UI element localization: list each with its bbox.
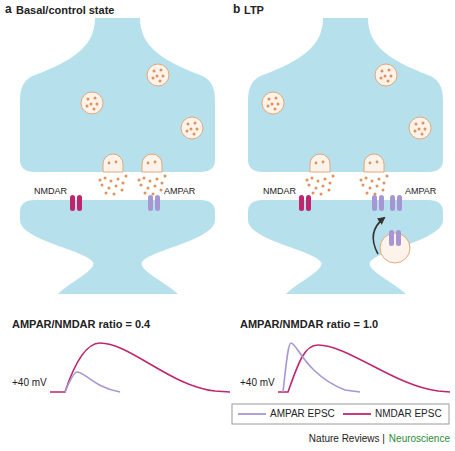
legend-sample-line <box>238 413 266 415</box>
vesicle <box>409 117 431 139</box>
fusing-vesicle <box>310 154 330 172</box>
ampar-trace <box>283 343 360 392</box>
receptor-label: AMPAR <box>405 186 436 196</box>
ampa-receptor <box>148 195 160 211</box>
legend-text: NMDAR EPSC <box>375 408 442 420</box>
insertion-arrow <box>373 218 384 254</box>
ampar-trace <box>65 372 120 392</box>
legend-box <box>232 404 449 424</box>
legend-sample-line <box>343 413 371 415</box>
nmda-receptor <box>299 195 311 211</box>
ratio-label: AMPAR/NMDAR ratio = 1.0 <box>240 318 378 331</box>
receptor-label: NMDAR <box>263 186 296 196</box>
voltage-label: +40 mV <box>12 377 47 389</box>
vesicle <box>375 64 397 86</box>
panel-a-synapse <box>20 18 215 294</box>
fusing-vesicle <box>142 154 162 172</box>
vesicle <box>81 92 103 114</box>
panel-title: Basal/control state <box>16 4 114 17</box>
endosome <box>380 233 410 263</box>
nmdar-trace <box>50 343 230 392</box>
presynaptic-terminal <box>20 18 215 172</box>
postsynaptic-spine <box>20 200 215 294</box>
nmda-receptor <box>70 195 82 211</box>
panel-letter: a <box>5 3 12 17</box>
postsynaptic-spine <box>248 200 443 294</box>
presynaptic-terminal <box>248 18 443 172</box>
journal-section: Neuroscience <box>389 433 450 445</box>
glutamate <box>360 175 389 196</box>
ampa-receptor <box>372 195 384 211</box>
fusing-vesicle <box>364 154 384 172</box>
glutamate <box>138 175 167 196</box>
vesicle <box>181 117 203 139</box>
panel-b-synapse <box>248 18 443 294</box>
legend-text: AMPAR EPSC <box>270 408 335 420</box>
fusing-vesicle <box>103 154 123 172</box>
glutamate <box>99 175 128 196</box>
vesicle <box>262 92 284 114</box>
panel-letter: b <box>233 3 240 17</box>
ratio-label: AMPAR/NMDAR ratio = 0.4 <box>12 318 150 331</box>
journal-name: Nature Reviews | <box>309 433 385 445</box>
ampa-receptor <box>390 195 402 211</box>
glutamate <box>306 175 335 196</box>
vesicle <box>147 64 169 86</box>
voltage-label: +40 mV <box>240 377 275 389</box>
nmdar-trace <box>278 345 450 392</box>
ampa-receptor <box>389 230 401 246</box>
receptor-label: NMDAR <box>34 186 67 196</box>
receptor-label: AMPAR <box>164 186 195 196</box>
panel-title: LTP <box>244 4 264 17</box>
